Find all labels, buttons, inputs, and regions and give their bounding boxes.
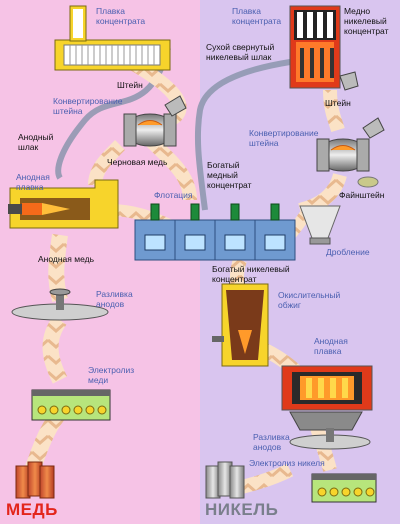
- nickel-converter: [316, 117, 385, 188]
- nickel-electrolysis-label: Электролиз никеля: [249, 458, 325, 468]
- copper-smelting-furnace: [54, 5, 171, 71]
- anode-slag-pipe: [55, 47, 171, 180]
- nickel-cathodes: [205, 461, 245, 499]
- nickel-electrolysis-bath: [311, 473, 377, 503]
- slag-pipe: [194, 59, 291, 211]
- anode-furnace-left: [8, 179, 119, 229]
- matte-left-label: Штейн: [117, 80, 143, 90]
- copper-title: МЕДЬ: [6, 500, 58, 519]
- anode-furnace-right: [281, 365, 373, 431]
- crushing-label: Дробление: [326, 247, 370, 257]
- nickel-title: НИКЕЛЬ: [205, 500, 279, 519]
- blister-copper-label: Черновая медь: [107, 157, 168, 167]
- flow-matte-right: [323, 89, 345, 133]
- copper-electrolysis-bath: [31, 389, 111, 421]
- anode-casting-left: [11, 288, 109, 321]
- anode-copper-label: Анодная медь: [38, 254, 95, 264]
- matte-right-label: Штейн: [325, 98, 351, 108]
- copper-cathodes: [15, 461, 55, 499]
- nickel-smelting-furnace: [289, 5, 359, 91]
- roasting-furnace: [212, 283, 269, 367]
- crusher: [299, 205, 341, 245]
- anode-casting-right: [289, 428, 371, 450]
- copper-converter: [123, 95, 187, 147]
- flotation-label: Флотация: [154, 190, 193, 200]
- fine-matte-label: Файнштейн: [339, 190, 385, 200]
- flotation-cells: [134, 203, 296, 261]
- flow-casting: [42, 315, 68, 384]
- copper-section-bg: [0, 0, 200, 524]
